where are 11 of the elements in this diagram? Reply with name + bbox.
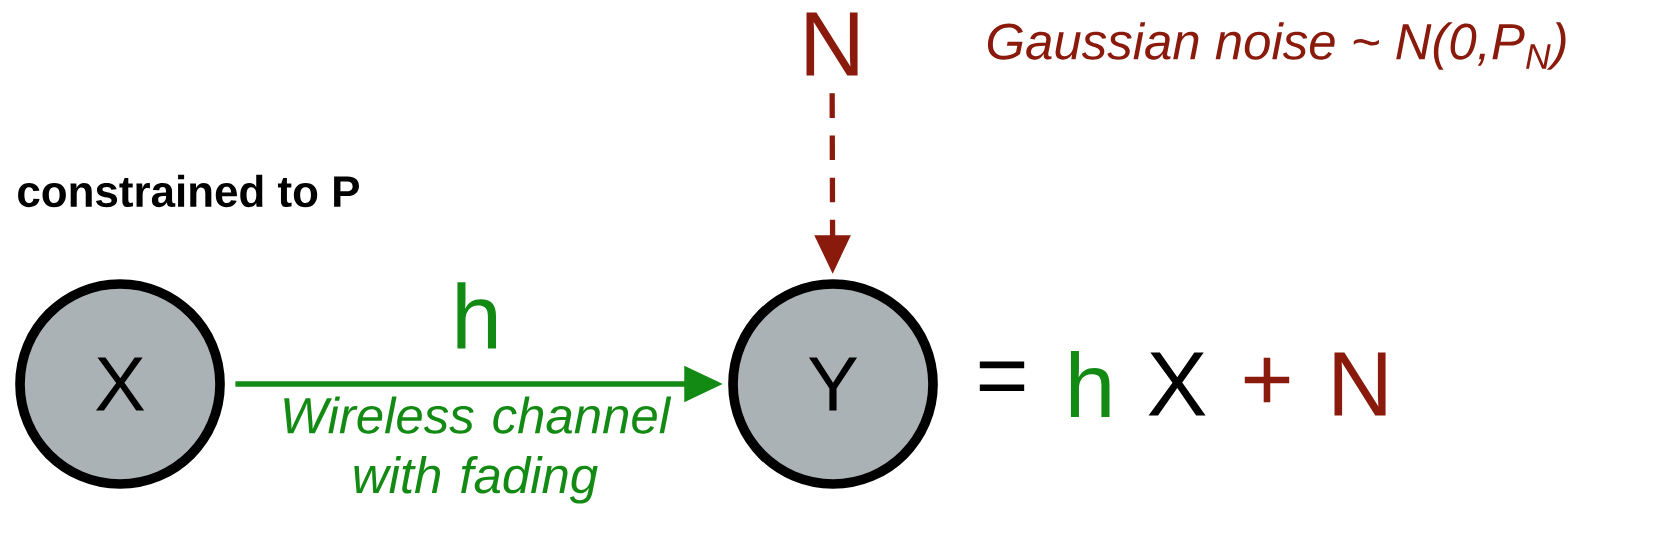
node-label: N bbox=[806, 12, 858, 76]
edge-label: h bbox=[457, 282, 496, 349]
circle-node: X bbox=[15, 279, 225, 489]
equation-term: N bbox=[1334, 352, 1386, 416]
equation-term: X bbox=[1148, 352, 1206, 416]
equation-term: h bbox=[1070, 350, 1110, 418]
annotation: Gaussian noise ~ N(0,P$_{N}$) bbox=[987, 22, 1566, 70]
annotation: constrained to P bbox=[18, 174, 359, 208]
caption: Wireless channel with fading bbox=[284, 396, 672, 504]
circle-node: Y bbox=[728, 279, 938, 489]
equation-term: + bbox=[1244, 357, 1290, 403]
